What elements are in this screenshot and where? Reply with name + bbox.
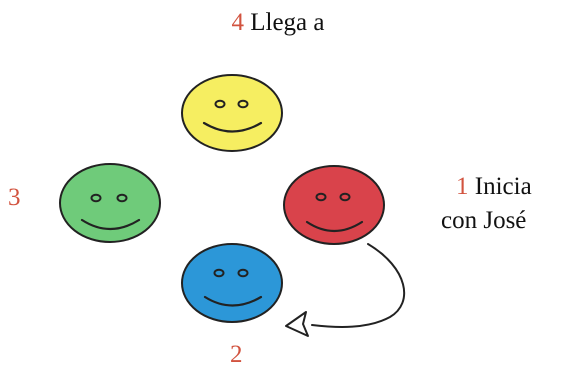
step-3-label: 3: [8, 183, 21, 213]
step-4-text: Llega a: [250, 9, 325, 36]
step-3-number: 3: [8, 184, 21, 211]
blue-smiley-face-icon: [181, 243, 283, 323]
step-1-label-line2: con José: [441, 206, 526, 236]
step-4-label: 4 Llega a: [0, 8, 564, 38]
step-1-label: 1 Inicia: [456, 172, 532, 202]
green-smiley-face-icon: [59, 163, 161, 243]
step-1-number: 1: [456, 173, 469, 200]
step-2-number: 2: [230, 341, 243, 368]
step-1-text-line2: con José: [441, 207, 527, 234]
step-4-number: 4: [231, 9, 244, 36]
step-1-text-line1: Inicia: [474, 173, 532, 200]
yellow-smiley-face-icon: [181, 74, 283, 152]
red-smiley-face-icon: [283, 165, 385, 245]
curved-arrow-icon: [285, 243, 406, 337]
step-2-label: 2: [230, 340, 243, 370]
